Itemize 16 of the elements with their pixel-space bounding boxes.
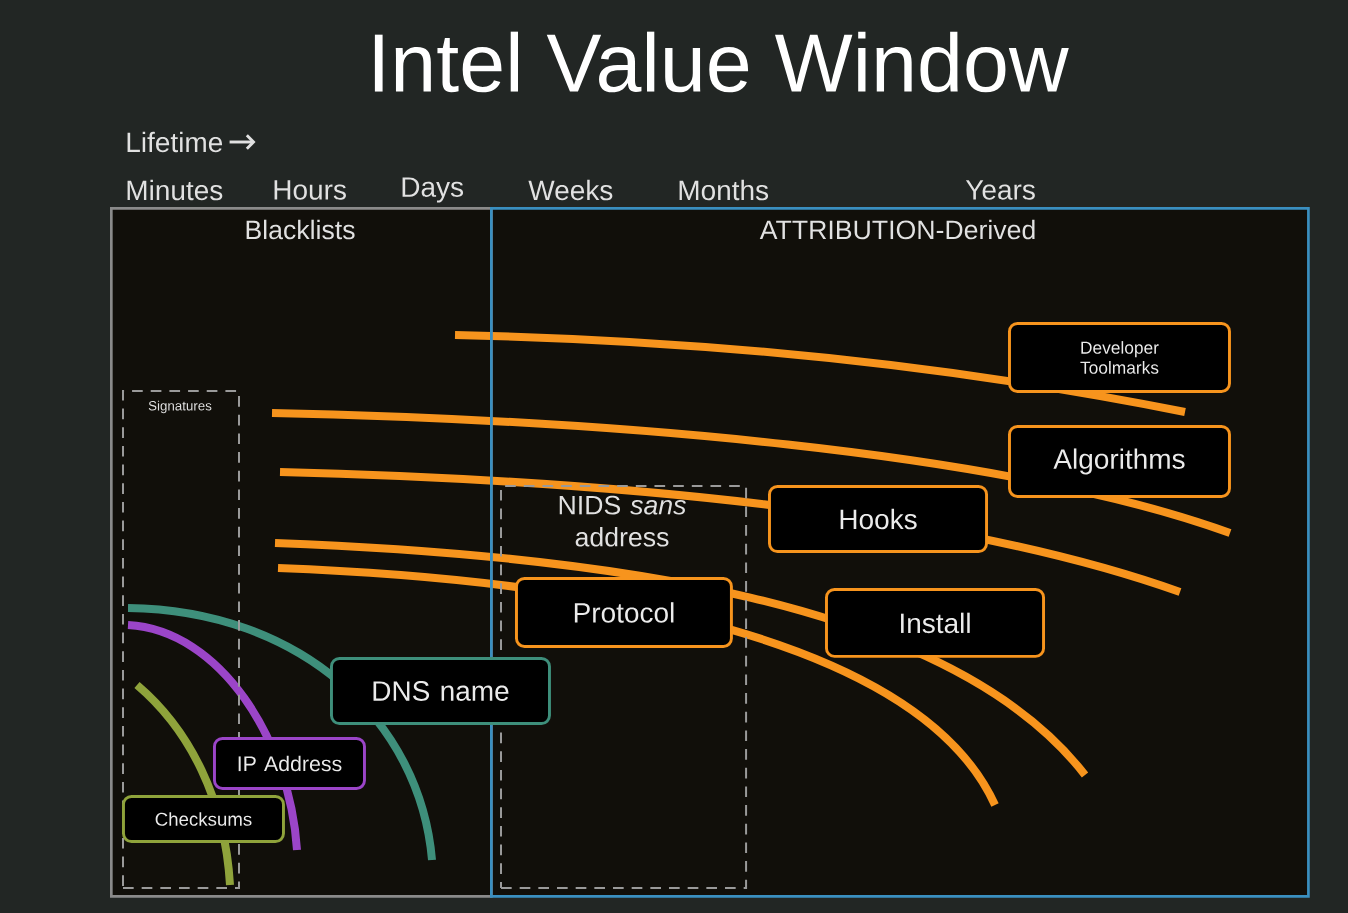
scale-label: Months xyxy=(679,179,769,201)
label-box: Protocol xyxy=(515,577,733,648)
label-box: Checksums xyxy=(122,795,285,843)
lifetime-label: Lifetime xyxy=(127,131,223,153)
scale-label: Days xyxy=(402,177,464,203)
label-box: IP Address xyxy=(213,737,366,790)
scale-label: Minutes xyxy=(127,179,223,201)
scale-label: Weeks xyxy=(528,179,613,201)
label-box: Developer Toolmarks xyxy=(1008,322,1231,393)
label-box: Hooks xyxy=(768,485,988,553)
label-box: DNS name xyxy=(330,657,551,725)
title: Intel Value Window xyxy=(374,31,1069,93)
label-box: Install xyxy=(825,588,1045,658)
scale-label: Hours xyxy=(274,180,346,200)
scale-label: Years xyxy=(965,180,1035,200)
label-box: Algorithms xyxy=(1008,425,1231,498)
